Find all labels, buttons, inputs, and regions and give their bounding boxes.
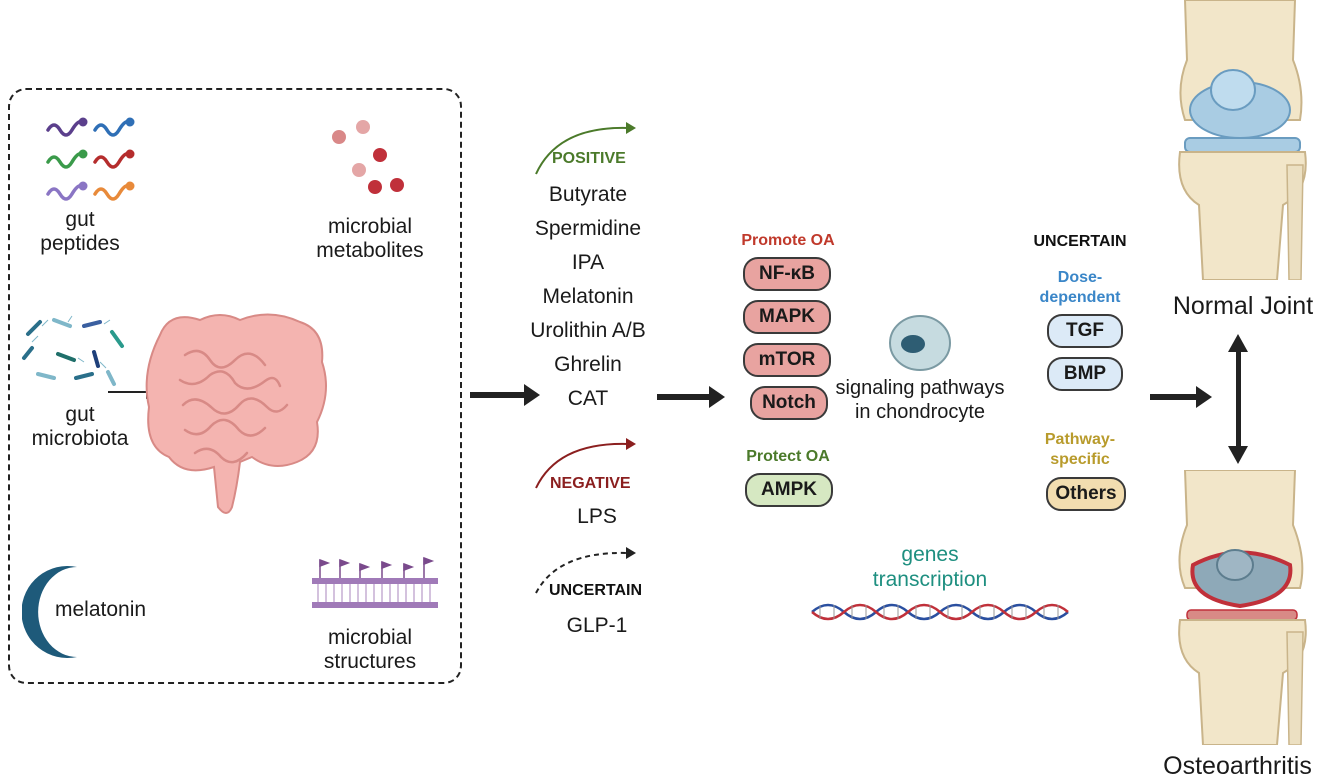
- negative-curve-arrow-icon: [535, 438, 636, 489]
- pathway-pill-ampk: AMPK: [745, 473, 833, 507]
- pathway-pill-mapk: MAPK: [743, 300, 831, 334]
- pathway-pill-nfkb: NF-κB: [743, 257, 831, 291]
- positive-label: POSITIVE: [552, 150, 626, 167]
- double-arrow-head-up: [1228, 334, 1248, 352]
- arrow-head-1: [524, 384, 540, 406]
- positive-item: Melatonin: [542, 285, 634, 308]
- microbiota-arrow: [108, 391, 150, 393]
- osteoarthritis-label: Osteoarthritis: [1163, 752, 1312, 780]
- dna-helix-icon: [811, 603, 1069, 621]
- melatonin-crescent-icon: [22, 566, 77, 658]
- pathway-pill-bmp: BMP: [1047, 357, 1123, 391]
- pathway-pill-notch: Notch: [750, 386, 828, 420]
- positive-item: Spermidine: [534, 217, 642, 240]
- arrow-sources-to-effects: [470, 392, 528, 398]
- positive-item: CAT: [567, 387, 609, 410]
- gut-microbiota-icon: [22, 315, 124, 386]
- pathway-pill-tgf: TGF: [1047, 314, 1123, 348]
- genes-transcription-label: genes transcription: [872, 543, 988, 591]
- arrow-effects-to-pathways: [657, 394, 713, 400]
- membrane-icon: [312, 556, 438, 608]
- chondrocyte-icon: [889, 315, 951, 371]
- dose-dependent-label: Dose- dependent: [1039, 269, 1121, 306]
- chondrocyte-label: signaling pathways in chondrocyte: [835, 377, 1005, 423]
- protect-oa-label: Protect OA: [746, 448, 830, 465]
- uncertain-group-title: UNCERTAIN: [1033, 233, 1127, 250]
- gut-microbiota-label: gut microbiota: [31, 403, 129, 450]
- uncertain-curve-arrow-icon: [535, 547, 636, 594]
- melatonin-label: melatonin: [55, 598, 147, 621]
- double-arrow-head-down: [1228, 446, 1248, 464]
- sources-box: [8, 88, 462, 684]
- negative-label: NEGATIVE: [550, 475, 631, 492]
- gut-peptides-icon: [46, 117, 135, 201]
- positive-item: IPA: [571, 251, 605, 274]
- arrow-head-3: [1196, 386, 1212, 408]
- arrow-head-2: [709, 386, 725, 408]
- metabolite-dots-icon: [332, 120, 404, 194]
- oa-joint-icon: [1178, 470, 1307, 745]
- normal-joint-icon: [1178, 0, 1307, 280]
- negative-item: LPS: [577, 505, 617, 528]
- uncertain-label: UNCERTAIN: [549, 582, 643, 599]
- pathway-specific-label: Pathway- specific: [1044, 431, 1116, 468]
- promote-oa-label: Promote OA: [741, 232, 835, 249]
- microbial-metabolites-label: microbial metabolites: [316, 215, 424, 262]
- pathway-pill-others: Others: [1046, 477, 1126, 511]
- microbial-structures-label: microbial structures: [323, 626, 417, 673]
- normal-joint-label: Normal Joint: [1172, 292, 1314, 320]
- positive-item: Butyrate: [548, 183, 628, 206]
- double-arrow-vertical: [1236, 350, 1241, 450]
- positive-item: Urolithin A/B: [530, 319, 646, 342]
- positive-item: Ghrelin: [554, 353, 622, 376]
- pathway-pill-mtor: mTOR: [743, 343, 831, 377]
- positive-curve-arrow-icon: [535, 122, 636, 175]
- arrow-pathways-to-joints: [1150, 394, 1200, 400]
- uncertain-item: GLP-1: [566, 614, 628, 637]
- gut-peptides-label: gut peptides: [40, 208, 120, 255]
- intestine-icon: [145, 313, 327, 514]
